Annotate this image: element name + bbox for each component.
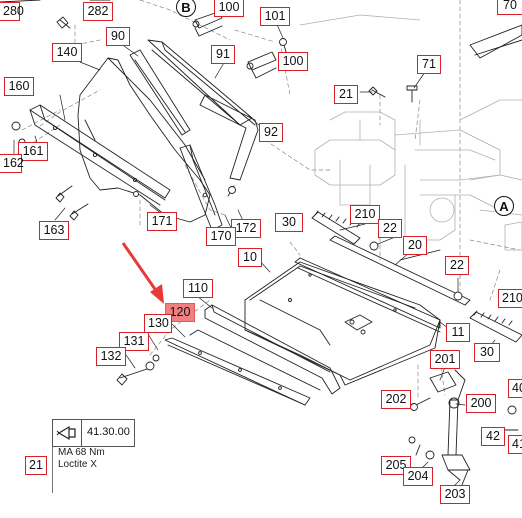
view-marker-a: A [494,196,514,216]
callout-22[interactable]: 22 [445,256,469,275]
callout-22-top[interactable]: 22 [378,219,402,238]
part-140-guard-plate [77,57,211,223]
callout-282[interactable]: 282 [83,2,113,21]
highlight-arrow [121,242,164,304]
part-11-rail [294,257,441,333]
callout-110[interactable]: 110 [183,279,213,298]
callout-92[interactable]: 92 [259,123,283,142]
part-110-plate [204,304,341,395]
part-100-rollers [192,11,277,79]
callout-204[interactable]: 204 [403,467,433,486]
callout-40[interactable]: 40 [508,379,522,398]
callout-203[interactable]: 203 [440,485,470,504]
part-160-bracket [29,104,171,206]
callout-130[interactable]: 130 [144,314,172,333]
callout-90[interactable]: 90 [106,27,130,46]
callout-10[interactable]: 10 [238,248,262,267]
callout-132[interactable]: 132 [96,347,126,366]
callout-71[interactable]: 71 [417,55,441,74]
reference-number: 41.30.00 [87,426,130,438]
callout-101[interactable]: 101 [260,7,290,26]
callout-171[interactable]: 171 [147,212,177,231]
part-92-plate [199,94,259,181]
torque-value: MA 68 Nm [58,447,105,458]
callout-100[interactable]: 100 [278,52,308,71]
fasteners [11,16,519,491]
part-30-racks [311,210,522,343]
callout-162[interactable]: 162 [0,154,24,173]
callout-42[interactable]: 42 [481,427,505,446]
part-20-shaft [329,235,471,306]
callout-30[interactable]: 30 [474,343,500,362]
part-91-rail [129,39,256,136]
callout-163[interactable]: 163 [39,221,69,240]
callout-91[interactable]: 91 [211,45,235,64]
thread-locker: Loctite X [58,459,97,470]
view-marker-b: B [176,0,196,17]
callout-280[interactable]: 280 [0,2,24,21]
top-strip [0,0,522,59]
callout-160[interactable]: 160 [4,77,34,96]
callout-200[interactable]: 200 [466,394,496,413]
callout-201[interactable]: 201 [430,350,460,369]
callout-21-top[interactable]: 21 [334,85,358,104]
callout-41[interactable]: 41 [508,435,522,454]
callout-120-highlighted[interactable]: 120 [165,303,195,322]
torque-note: MA 68 Nm Loctite X [52,447,138,493]
callout-100-top[interactable]: 100 [214,0,244,17]
callout-11[interactable]: 11 [446,323,470,342]
lubrication-reference: 41.30.00 [52,419,135,447]
callout-140[interactable]: 140 [52,43,82,62]
callout-205[interactable]: 205 [381,456,411,475]
callout-210[interactable]: 210 [498,289,522,308]
callout-170[interactable]: 170 [206,227,236,246]
callout-131[interactable]: 131 [119,332,149,351]
part-120-130-strips [164,329,321,406]
callout-20[interactable]: 20 [403,236,427,255]
callout-30-top[interactable]: 30 [275,213,303,232]
callout-210-top[interactable]: 210 [350,205,380,224]
part-200-lever [429,369,471,481]
callout-161[interactable]: 161 [18,142,48,161]
part-170-bracket [179,144,223,231]
callout-21-legend[interactable]: 21 [25,456,47,475]
background-machine [299,14,522,251]
part-10-base-plate [244,261,441,386]
callout-172[interactable]: 172 [231,219,261,238]
oil-can-icon [53,420,82,446]
callout-202[interactable]: 202 [381,390,411,409]
callout-70[interactable]: 70 [497,0,522,15]
